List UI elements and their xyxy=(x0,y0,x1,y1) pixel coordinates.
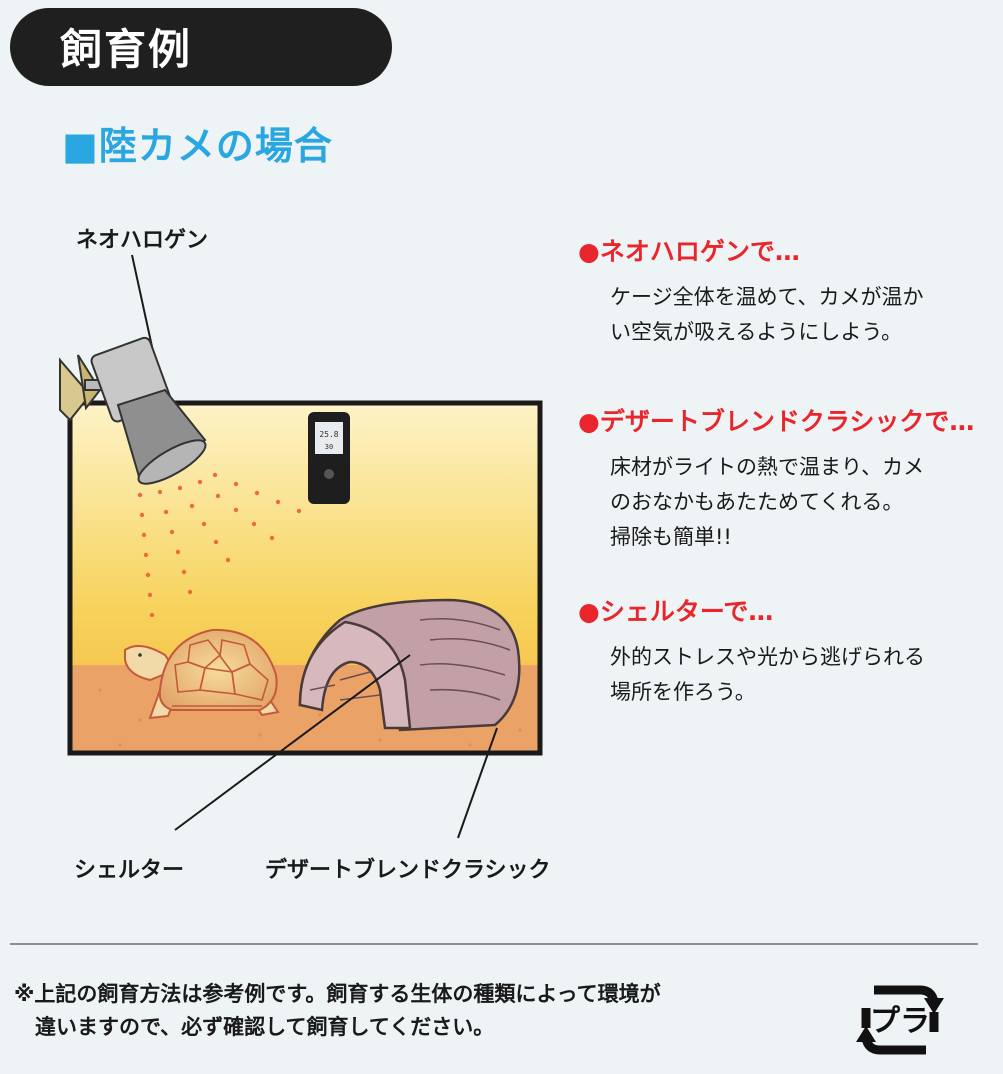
section-desert-blend: ●デザートブレンドクラシックで… 床材がライトの熱で温まり、カメ のおなかもあた… xyxy=(578,402,998,555)
shelter-leader-line xyxy=(174,654,411,831)
section-subtitle: ■陸カメの場合 xyxy=(62,124,333,168)
section-body: 床材がライトの熱で温まり、カメ のおなかもあたためてくれる。 掃除も簡単!! xyxy=(610,455,925,549)
section-body: 外的ストレスや光から逃げられる 場所を作ろう。 xyxy=(610,645,925,704)
section-heading: ●ネオハロゲンで… xyxy=(578,237,800,266)
shelter-label: シェルター xyxy=(74,858,185,883)
lamp-label: ネオハロゲン xyxy=(76,228,209,253)
digital-thermometer: 25.8 30 xyxy=(308,412,350,504)
section-heading: ●デザートブレンドクラシックで… xyxy=(578,407,975,436)
substrate-leader-line xyxy=(457,727,498,839)
footnote: ※上記の飼育方法は参考例です。飼育する生体の種類によって環境が 違いますので、必… xyxy=(14,982,661,1039)
tortoise xyxy=(124,628,280,720)
header-banner xyxy=(10,8,392,86)
recycle-label: プラ xyxy=(870,1004,930,1039)
terrarium-diagram: 25.8 30 xyxy=(59,254,543,839)
page-title: 飼育例 xyxy=(60,25,193,74)
heat-rays xyxy=(137,472,302,618)
section-heading: ●シェルターで… xyxy=(578,597,774,626)
neo-halogen-lamp xyxy=(90,336,207,485)
substrate-label: デザートブレンドクラシック xyxy=(265,858,551,883)
shelter-log xyxy=(298,598,521,732)
section-body: ケージ全体を温めて、カメが温か い空気が吸えるようにしよう。 xyxy=(610,285,924,344)
footer-divider xyxy=(10,943,978,945)
plastic-recycle-icon: プラ xyxy=(856,985,944,1055)
thermometer-reading-1: 25.8 xyxy=(319,430,338,439)
thermometer-reading-2: 30 xyxy=(325,443,333,451)
section-neo-halogen: ●ネオハロゲンで… ケージ全体を温めて、カメが温か い空気が吸えるようにしよう。 xyxy=(578,232,998,350)
section-shelter: ●シェルターで… 外的ストレスや光から逃げられる 場所を作ろう。 xyxy=(578,592,998,710)
